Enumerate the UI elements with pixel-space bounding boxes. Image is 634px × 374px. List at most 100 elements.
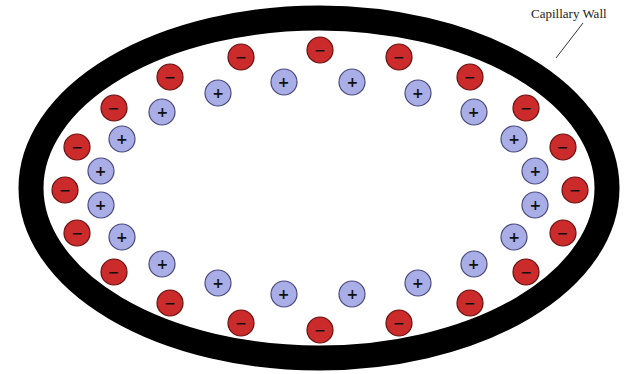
ion-outline <box>522 192 548 218</box>
charge-sign: − <box>314 43 326 57</box>
charge-sign: − <box>520 101 532 115</box>
charge-sign: + <box>157 257 169 271</box>
charge-sign: − <box>235 316 247 330</box>
negative-ion: − <box>561 176 589 204</box>
negative-ion: − <box>456 63 484 91</box>
ion-outline <box>271 281 297 307</box>
positive-ion: + <box>108 223 136 251</box>
charge-sign: + <box>468 257 480 271</box>
negative-ion: − <box>456 289 484 317</box>
ion-outline <box>386 310 412 336</box>
charge-sign: − <box>520 265 532 279</box>
ion-outline <box>461 251 487 277</box>
negative-ion: − <box>549 219 577 247</box>
positive-ion: + <box>148 98 176 126</box>
negative-ion: − <box>306 36 334 64</box>
charge-sign: − <box>164 70 176 84</box>
charge-sign: − <box>557 226 569 240</box>
ion-outline <box>271 69 297 95</box>
charge-sign: − <box>393 316 405 330</box>
charge-sign: + <box>508 132 520 146</box>
negative-ion: − <box>63 219 91 247</box>
ion-outline <box>461 99 487 125</box>
charge-sign: + <box>278 287 290 301</box>
positive-ion: + <box>87 157 115 185</box>
negative-ion: − <box>385 43 413 71</box>
negative-ion: − <box>385 309 413 337</box>
ion-outline <box>88 192 114 218</box>
charge-sign: − <box>164 296 176 310</box>
charge-sign: + <box>212 276 224 290</box>
leader-line <box>556 23 583 58</box>
ion-outline <box>550 134 576 160</box>
positive-ion: + <box>460 98 488 126</box>
charge-sign: − <box>569 183 581 197</box>
negative-ion: − <box>512 258 540 286</box>
positive-ion: + <box>460 250 488 278</box>
negative-ion: − <box>227 309 255 337</box>
ion-outline <box>88 158 114 184</box>
negative-ion: − <box>100 94 128 122</box>
ion-outline <box>457 290 483 316</box>
negative-ion: − <box>227 43 255 71</box>
negative-ion: − <box>156 63 184 91</box>
ion-outline <box>157 64 183 90</box>
charge-sign: + <box>95 164 107 178</box>
charge-sign: − <box>59 183 71 197</box>
charge-sign: − <box>72 226 84 240</box>
ion-outline <box>101 95 127 121</box>
negative-ion: − <box>156 289 184 317</box>
ion-outline <box>228 44 254 70</box>
charge-sign: + <box>412 276 424 290</box>
ion-outline <box>149 251 175 277</box>
charge-sign: − <box>314 323 326 337</box>
ion-outline <box>228 310 254 336</box>
capillary-wall <box>31 18 607 358</box>
charge-sign: − <box>235 50 247 64</box>
negative-ion: − <box>100 258 128 286</box>
negative-ion: − <box>51 176 79 204</box>
positive-ion: + <box>500 223 528 251</box>
charge-sign: − <box>464 70 476 84</box>
ion-outline <box>149 99 175 125</box>
charge-sign: − <box>108 101 120 115</box>
charge-sign: + <box>529 164 541 178</box>
charge-sign: + <box>347 287 359 301</box>
charge-sign: + <box>412 86 424 100</box>
ion-outline <box>457 64 483 90</box>
charge-sign: + <box>529 198 541 212</box>
ion-outline <box>550 220 576 246</box>
ion-outline <box>522 158 548 184</box>
charge-sign: + <box>468 105 480 119</box>
ion-outline <box>339 281 365 307</box>
ion-outline <box>339 69 365 95</box>
positive-ion: + <box>338 68 366 96</box>
ion-outline <box>307 317 333 343</box>
charge-sign: + <box>347 75 359 89</box>
charge-sign: + <box>212 86 224 100</box>
ion-outline <box>562 177 588 203</box>
positive-ion: + <box>87 191 115 219</box>
charge-sign: − <box>72 140 84 154</box>
positive-ion: + <box>270 68 298 96</box>
ion-outline <box>405 270 431 296</box>
positive-ion: + <box>404 269 432 297</box>
ion-outline <box>501 126 527 152</box>
charge-sign: + <box>278 75 290 89</box>
charge-sign: − <box>393 50 405 64</box>
charge-sign: + <box>157 105 169 119</box>
ion-outline <box>513 259 539 285</box>
negative-ion: − <box>512 94 540 122</box>
positive-ion: + <box>108 125 136 153</box>
charge-sign: + <box>116 132 128 146</box>
ion-outline <box>205 80 231 106</box>
charge-sign: − <box>108 265 120 279</box>
charge-sign: + <box>508 230 520 244</box>
negative-ion: − <box>306 316 334 344</box>
positive-ion: + <box>204 269 232 297</box>
charge-sign: − <box>557 140 569 154</box>
positive-ion: + <box>148 250 176 278</box>
positive-ion: + <box>338 280 366 308</box>
positive-ion: + <box>404 79 432 107</box>
ion-outline <box>405 80 431 106</box>
